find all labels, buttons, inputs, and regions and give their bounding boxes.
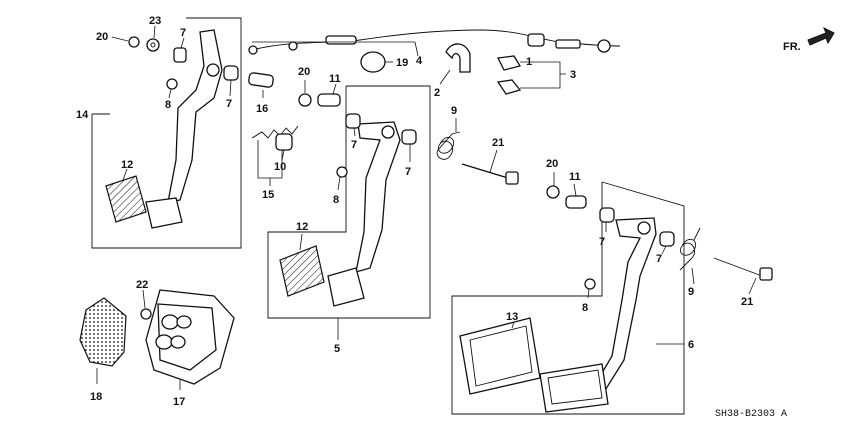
callout-p7b: 7 — [226, 98, 232, 110]
callout-p12b: 12 — [296, 221, 308, 233]
bushing-7a — [173, 47, 187, 63]
spring-15 — [251, 125, 299, 139]
bushing-7c — [345, 113, 361, 129]
bushing-7e — [599, 207, 615, 223]
callout-p13: 13 — [506, 311, 518, 323]
bushing-16 — [248, 72, 274, 88]
callout-p19: 19 — [396, 57, 408, 69]
callout-p11b: 11 — [569, 171, 581, 183]
brake-pedal-foot — [327, 267, 365, 307]
stopper-8a — [166, 78, 178, 90]
nut-20c — [546, 185, 560, 199]
callout-p22: 22 — [136, 279, 148, 291]
return-spring-9b — [679, 227, 701, 271]
callout-p12a: 12 — [121, 159, 133, 171]
pedal-pad-12 — [105, 175, 147, 223]
pedal-pad-12b — [279, 245, 325, 297]
callout-p7c: 7 — [351, 139, 357, 151]
callout-p9a: 9 — [451, 105, 457, 117]
bushing-7b — [223, 65, 239, 81]
callout-p7a: 7 — [180, 27, 186, 39]
drawing-code: SH38-B2303 A — [715, 409, 787, 420]
callout-p11a: 11 — [329, 73, 341, 85]
brake-pedal-arm — [355, 121, 401, 273]
holder-1b — [496, 79, 522, 95]
callout-p7d: 7 — [405, 166, 411, 178]
collar-11b — [565, 195, 587, 209]
callout-p20b: 20 — [298, 66, 310, 78]
callout-p8b: 8 — [333, 194, 339, 206]
callout-p2: 2 — [434, 87, 440, 99]
brake-pedal-right-group: 20 11 7 7 8 13 9 21 6 — [451, 158, 773, 415]
spring-bolt-center-group: 9 21 — [436, 105, 519, 185]
bushing-7d — [401, 129, 417, 145]
callout-p3: 3 — [570, 69, 576, 81]
collar-11a — [317, 93, 341, 107]
callout-p16: 16 — [256, 103, 268, 115]
bolt-21a — [505, 171, 519, 185]
bolt-21b — [759, 267, 773, 281]
direction-label: FR. — [783, 41, 801, 53]
nut-22 — [140, 308, 152, 320]
foot-rest-pad-18 — [79, 297, 127, 367]
callout-p18: 18 — [90, 391, 102, 403]
footrest-group: 22 18 17 — [79, 279, 235, 408]
brake-pedal-center-group: 7 7 8 12 5 — [267, 85, 431, 355]
callout-p9b: 9 — [688, 286, 694, 298]
bushing-10 — [275, 133, 293, 151]
washer-23 — [146, 38, 160, 52]
clutch-pedal-foot — [145, 197, 183, 229]
callout-p15: 15 — [262, 189, 274, 201]
callout-p4: 4 — [416, 55, 423, 67]
callout-p20c: 20 — [546, 158, 558, 170]
callout-p14: 14 — [76, 109, 89, 121]
callout-p8c: 8 — [582, 302, 588, 314]
front-direction-arrow: FR. — [783, 26, 835, 53]
callout-p7f: 7 — [656, 253, 662, 265]
callout-p17: 17 — [173, 396, 185, 408]
nut-20b — [298, 93, 312, 107]
stopper-8b — [336, 166, 348, 178]
holder-1a — [497, 55, 522, 71]
return-spring-9a — [436, 131, 461, 160]
clutch-pedal-group: 20 23 7 8 7 14 12 — [76, 15, 242, 249]
clip-2 — [445, 43, 471, 73]
callout-p21a: 21 — [492, 137, 504, 149]
callout-p8a: 8 — [165, 99, 171, 111]
callout-p23: 23 — [149, 15, 161, 27]
callout-p20a: 20 — [96, 31, 108, 43]
callout-p1: 1 — [526, 56, 532, 68]
bushing-7f — [659, 231, 675, 247]
nut-20a — [128, 36, 140, 48]
small-parts-group: 16 20 11 10 15 — [248, 66, 341, 201]
stopper-8c — [584, 278, 596, 290]
callout-p21b: 21 — [741, 296, 753, 308]
brake-pedal-foot-right — [539, 363, 609, 413]
callout-p5: 5 — [334, 343, 340, 355]
callout-p7e: 7 — [599, 236, 605, 248]
grommet-19 — [360, 51, 386, 73]
callout-p10: 10 — [274, 161, 286, 173]
callout-p6: 6 — [688, 339, 694, 351]
clutch-cable-group: 1 3 4 19 2 — [248, 29, 621, 99]
